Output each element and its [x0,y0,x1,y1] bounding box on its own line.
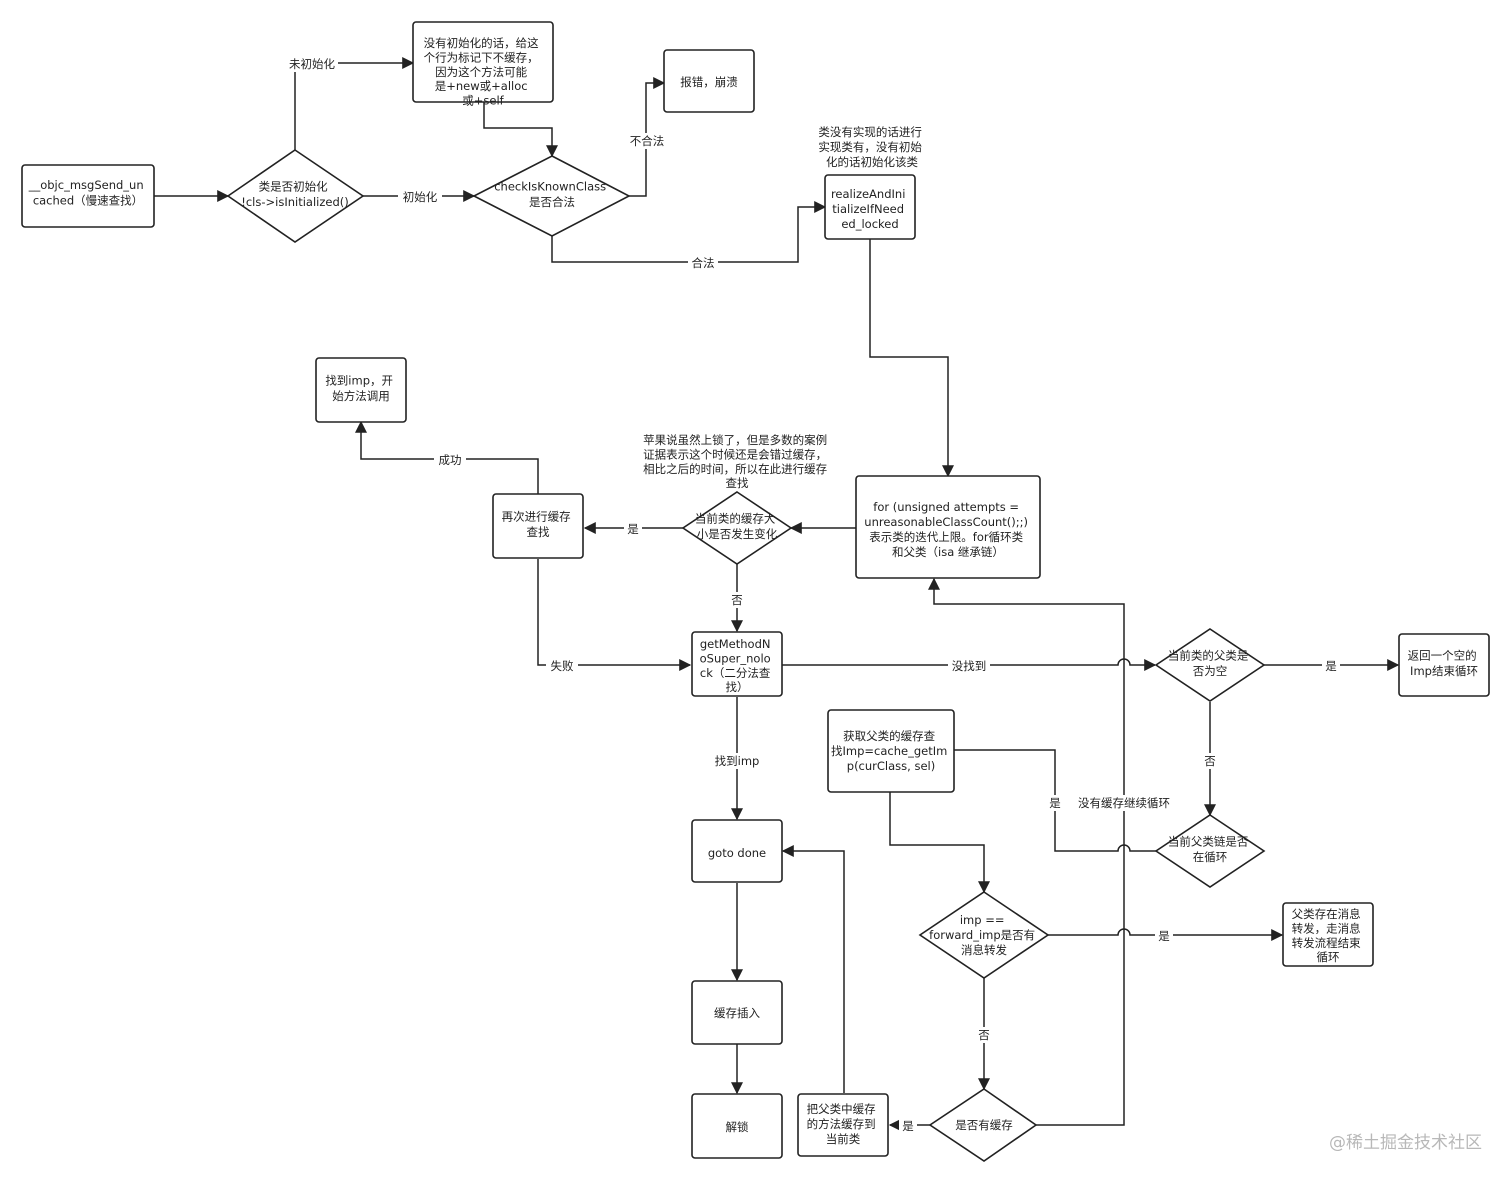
label-not-found: 没找到 [952,659,987,673]
node-copy-super-cache [797,1093,889,1157]
node-return-null-imp [1398,633,1490,697]
node-superclass-null [1154,628,1266,702]
node-check-known-class-text: checkIsKnownClass 是否合法 [494,179,610,209]
edges [154,57,1400,1131]
label-not-initialized: 未初始化 [289,57,335,71]
node-super-cache-get-imp [827,709,955,793]
node-superclass-chain-loop [1154,814,1266,888]
node-slow-lookup [21,164,155,228]
label-no-super-null: 否 [1204,754,1216,768]
node-slow-lookup-text: __objc_msgSend_un cached（慢速查找） [28,178,148,208]
node-cache-size-changed [681,491,793,565]
node-get-method-no-super-text: getMethodN oSuper_nolo ck（二分法查 找） [700,637,775,694]
node-no-init-mark [412,21,554,103]
edge-labels: 未初始化 初始化 不合法 合法 成功 是 否 失败 没找到 是 否 找到imp … [286,56,1340,1134]
node-cache-insert-text: 缓存插入 [714,1006,760,1020]
note-apple-cache: 苹果说虽然上锁了，但是多数的案例 证据表示这个时候还是会错过缓存， 相比之后的时… [643,433,831,490]
node-forward-imp-text: imp == forward_imp是否有 消息转发 [929,913,1039,957]
node-cache-size-changed-text: 当前类的缓存大 小是否发生变化 [695,511,779,541]
node-cache-insert [691,980,783,1045]
label-found-imp: 找到imp [715,754,760,768]
edge-retry-to-getmethod [537,559,692,671]
label-yes-forward: 是 [1158,929,1170,943]
node-check-known-class [472,155,631,237]
label-initialized: 初始化 [403,190,438,204]
edge-checkknown-to-realize [551,201,827,263]
label-legal: 合法 [692,256,715,270]
node-return-null-imp-text: 返回一个空的 Imp结束循环 [1408,648,1481,678]
label-yes-super-null: 是 [1325,659,1337,673]
node-found-imp-text: 找到imp，开 始方法调用 [325,373,396,403]
label-fail: 失败 [551,659,574,673]
node-superclass-null-text: 当前类的父类是 否为空 [1168,648,1252,678]
label-yes-has-cache: 是 [902,1119,914,1133]
node-forward-end-text: 父类存在消息 转发，走消息 转发流程结束 循环 [1292,907,1365,964]
node-forward-imp [918,891,1050,979]
edge-hascache-to-forloop [928,577,1125,1126]
node-unlock-text: 解锁 [726,1120,749,1134]
edge-isinit-to-noinit [294,57,415,150]
node-is-initialized-text: 类是否初始化 !cls->isInitialized() [241,179,349,209]
node-retry-cache-lookup [492,493,584,559]
label-no-cache-continue: 没有缓存继续循环 [1078,796,1170,810]
node-copy-super-cache-text: 把父类中缓存 的方法缓存到 当前类 [807,1102,880,1146]
node-has-cache [928,1088,1038,1162]
node-get-method-no-super [691,631,783,697]
node-goto-done [691,819,783,883]
node-retry-cache-lookup-text: 再次进行缓存 查找 [502,509,575,539]
edge-supercache-to-forward [889,792,990,894]
node-is-initialized [226,149,365,243]
node-forward-end [1282,902,1374,967]
node-no-init-mark-text: 没有初始化的话，给这 个行为标记下不缓存， 因为这个方法可能 是+new或+al… [424,36,543,108]
edge-noinit-to-checkknown [483,102,558,158]
label-success: 成功 [439,453,462,467]
edge-realize-to-forloop [869,239,954,478]
node-realize-and-initialize-text: realizeAndIni tializeIfNeed ed_locked [831,187,909,231]
node-crash-text: 报错，崩溃 [680,75,738,89]
node-for-loop [855,475,1041,579]
label-no-cache-changed: 否 [731,593,743,607]
label-illegal: 不合法 [630,134,665,148]
node-unlock [691,1093,783,1159]
node-super-cache-get-imp-text: 获取父类的缓存查 找Imp=cache_getIm p(curClass, se… [831,729,951,773]
node-crash [663,49,755,113]
watermark: @稀土掘金技术社区 [1329,1133,1482,1153]
nodes: __objc_msgSend_un cached（慢速查找） 类是否初始化 !c… [21,21,1490,1162]
node-realize-and-initialize [824,174,916,240]
node-goto-done-text: goto done [708,846,766,860]
node-superclass-chain-loop-text: 当前父类链是否 在循环 [1168,834,1252,864]
note-realize: 类没有实现的话进行 实现类有，没有初始 化的话初始化该类 [818,125,925,169]
node-for-loop-text: for (unsigned attempts = unreasonableCla… [864,500,1031,559]
node-found-imp [315,357,407,423]
label-yes-super-loop: 是 [1049,796,1061,810]
label-no-forward: 否 [978,1028,990,1042]
node-has-cache-text: 是否有缓存 [955,1118,1013,1132]
edge-superloop-to-supercache [926,744,1156,852]
label-yes-cache-changed: 是 [627,522,639,536]
edge-copycache-to-gotodone [781,845,845,1093]
